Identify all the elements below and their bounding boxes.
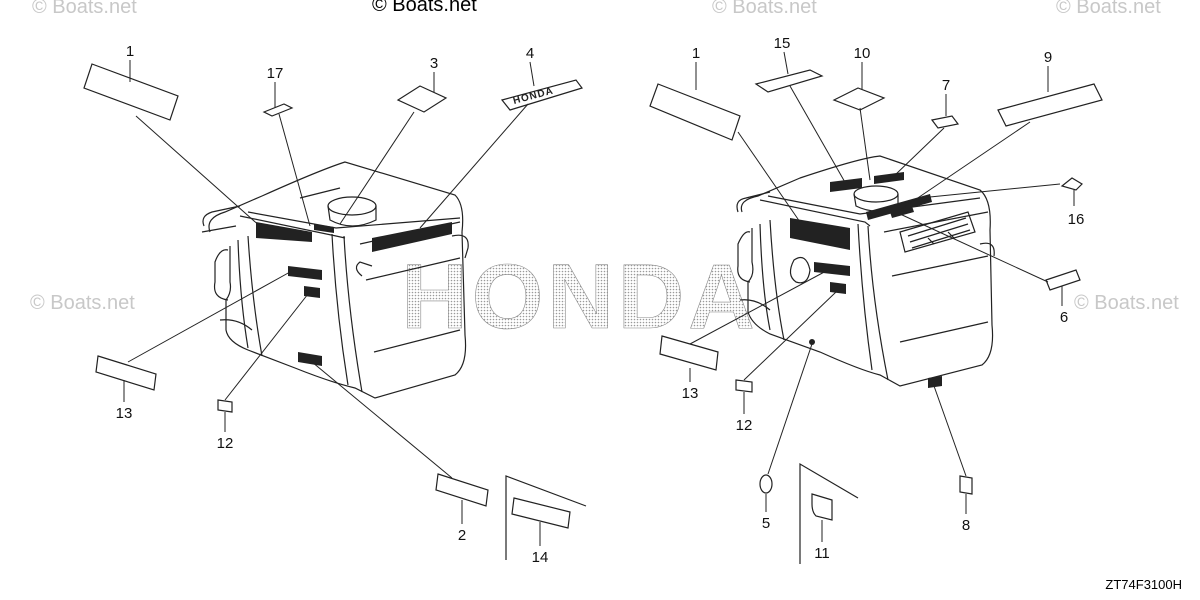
- callout-13-left: 13: [116, 405, 133, 422]
- label-16: [1060, 177, 1083, 191]
- callout-12-right: 12: [736, 417, 753, 434]
- generator-right: [736, 155, 995, 387]
- label-8: [959, 475, 973, 495]
- panel-14-frame: [505, 475, 587, 560]
- label-13-right: [659, 335, 719, 371]
- callout-11: 11: [814, 545, 830, 562]
- watermark-mid-left: © Boats.net: [30, 292, 135, 314]
- callout-14: 14: [532, 549, 549, 566]
- brand-watermark: HONDA: [401, 246, 758, 348]
- generator-left: [201, 161, 469, 399]
- callout-1-right: 1: [692, 45, 700, 62]
- callout-13-right: 13: [682, 385, 699, 402]
- callout-16: 16: [1068, 211, 1085, 228]
- watermark-top-left: © Boats.net: [32, 0, 137, 18]
- label-3: [396, 85, 448, 113]
- left-leader-lines: [123, 60, 541, 546]
- label-10: [832, 87, 886, 111]
- label-4: [500, 79, 583, 111]
- callout-12-left: 12: [217, 435, 234, 452]
- panel-11-frame: [799, 462, 859, 564]
- watermark-top-right: © Boats.net: [1056, 0, 1161, 18]
- callout-10: 10: [854, 45, 871, 62]
- label-2: [435, 473, 489, 507]
- callout-17: 17: [267, 65, 284, 82]
- label-7: [930, 115, 960, 129]
- generator-left-decals: [256, 222, 452, 366]
- label-9: [997, 83, 1103, 127]
- label-12-left: [217, 399, 233, 413]
- label-1-left: [83, 63, 179, 121]
- label-12-right: [735, 379, 753, 393]
- watermark-top-middle: © Boats.net: [712, 0, 817, 18]
- label-11: [811, 493, 833, 521]
- label-17: [262, 103, 294, 117]
- label-13-left: [95, 355, 157, 391]
- diagram-code: ZT74F3100H: [1105, 577, 1182, 592]
- label-6: [1045, 269, 1081, 291]
- callout-3: 3: [430, 55, 438, 72]
- callout-9: 9: [1044, 49, 1052, 66]
- callout-5: 5: [762, 515, 770, 532]
- left-loose-labels: [83, 63, 587, 560]
- callout-2: 2: [458, 527, 466, 544]
- label-15: [754, 69, 824, 93]
- callout-numbers-left: 1 17 3 4 13 12 2 14: [116, 43, 549, 566]
- callout-numbers-right: 1 15 10 7 9 16 6 13 12 5 11 8: [682, 35, 1085, 562]
- callout-8: 8: [962, 517, 970, 534]
- callout-15: 15: [774, 35, 791, 52]
- decal-honda-text: HONDA: [512, 85, 555, 106]
- watermark-mid-right: © Boats.net: [1074, 292, 1179, 314]
- watermark-main: © Boats.net: [372, 0, 477, 16]
- right-leader-lines: [689, 51, 1075, 542]
- callout-1-left: 1: [126, 43, 134, 60]
- callout-6: 6: [1060, 309, 1068, 326]
- label-1-right: [649, 83, 741, 141]
- callout-4: 4: [526, 45, 534, 62]
- label-5: [759, 474, 773, 494]
- callout-7: 7: [942, 77, 950, 94]
- right-loose-labels: [649, 69, 1103, 564]
- label-14: [511, 497, 571, 529]
